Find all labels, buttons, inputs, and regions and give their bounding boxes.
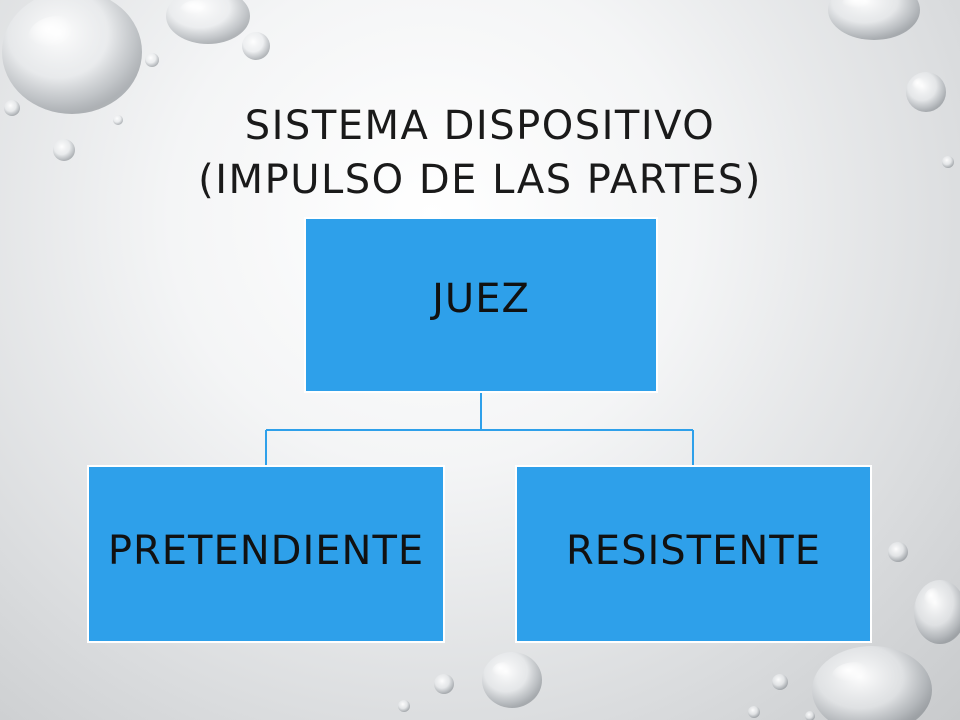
water-drop — [2, 0, 142, 114]
water-drop — [398, 700, 410, 712]
water-drop — [828, 0, 920, 40]
node-pretendiente-label: PRETENDIENTE — [107, 528, 425, 574]
water-drop — [805, 711, 815, 720]
node-pretendiente: PRETENDIENTE — [87, 465, 445, 643]
water-drop — [772, 674, 788, 690]
water-drop — [166, 0, 250, 44]
water-drop — [748, 706, 760, 718]
water-drop — [242, 32, 270, 60]
water-drop — [434, 674, 454, 694]
node-resistente-label: RESISTENTE — [566, 528, 821, 574]
water-drop — [914, 580, 960, 644]
node-juez-label: JUEZ — [432, 276, 530, 322]
water-drop — [145, 53, 159, 67]
slide-title-line-2: (IMPULSO DE LAS PARTES) — [198, 157, 762, 203]
slide-title-line-1: SISTEMA DISPOSITIVO — [244, 103, 716, 149]
water-drop — [482, 652, 542, 708]
node-juez: JUEZ — [304, 217, 658, 393]
water-drop — [812, 646, 932, 720]
water-drop — [888, 542, 908, 562]
node-resistente: RESISTENTE — [515, 465, 872, 643]
